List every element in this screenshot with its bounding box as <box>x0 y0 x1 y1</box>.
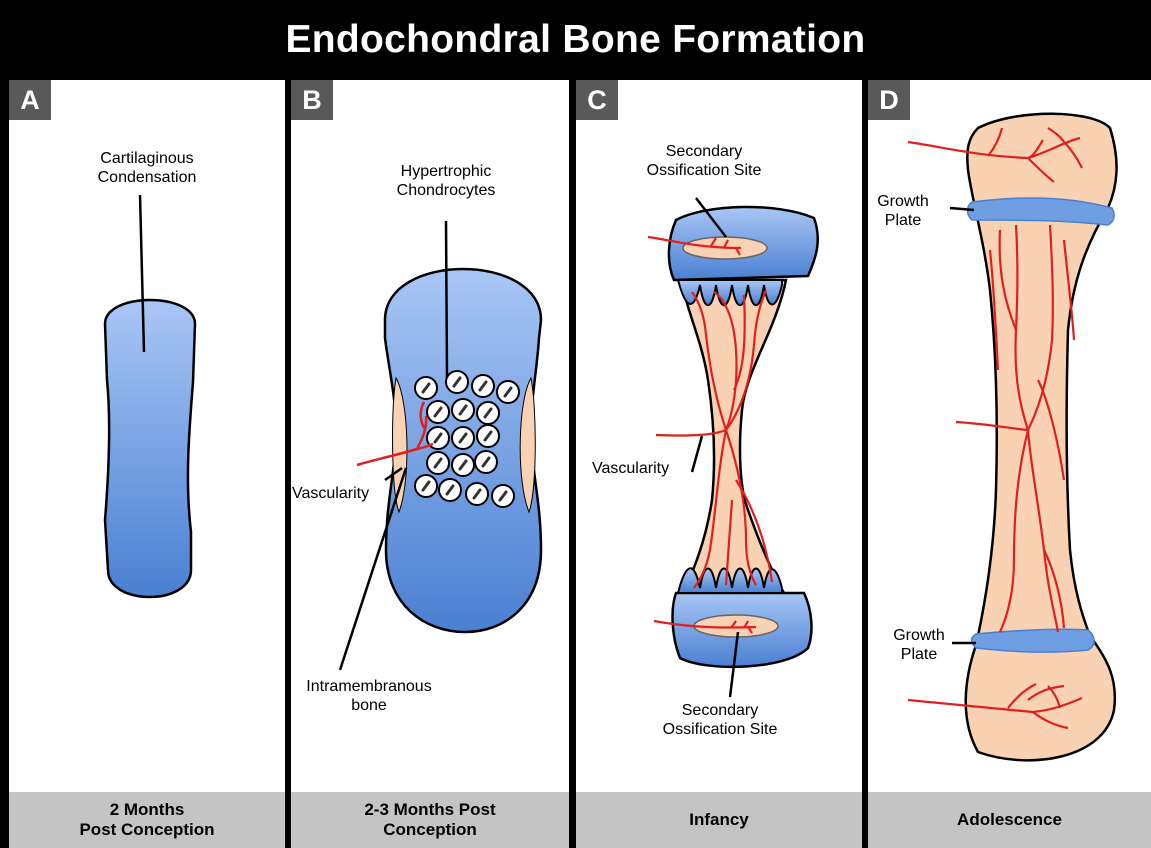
chondrocytes-leader-line <box>446 221 447 378</box>
stage-label-c: Infancy <box>576 792 862 848</box>
vascularity-label: Vascularity <box>292 484 369 503</box>
panel-d: D <box>868 80 1151 792</box>
intramembranous-label: Intramembranous bone <box>299 677 439 715</box>
panel-c-illustration <box>576 80 862 792</box>
panel-c: C <box>576 80 862 792</box>
secondary-ossification-top-label: Secondary Ossification Site <box>629 142 779 180</box>
vascularity-c-leader-line <box>692 436 702 472</box>
panel-a: A Cartilaginous Condensation <box>9 80 285 792</box>
cartilaginous-condensation-shape <box>105 300 195 597</box>
secondary-ossification-bottom-label: Secondary Ossification Site <box>645 701 795 739</box>
condensation-label: Cartilaginous Condensation <box>77 149 217 187</box>
panel-b: B <box>291 80 569 792</box>
panel-d-illustration <box>868 80 1151 792</box>
figure-title: Endochondral Bone Formation <box>0 0 1151 80</box>
stage-label-d: Adolescence <box>868 792 1151 848</box>
chondrocytes-label: Hypertrophic Chondrocytes <box>381 162 511 200</box>
growth-plate-bottom-shape <box>972 629 1095 652</box>
growth-plate-top-label: Growth Plate <box>868 192 938 230</box>
growth-plate-bottom-label: Growth Plate <box>884 626 954 664</box>
vascularity-c-label: Vascularity <box>592 459 669 478</box>
